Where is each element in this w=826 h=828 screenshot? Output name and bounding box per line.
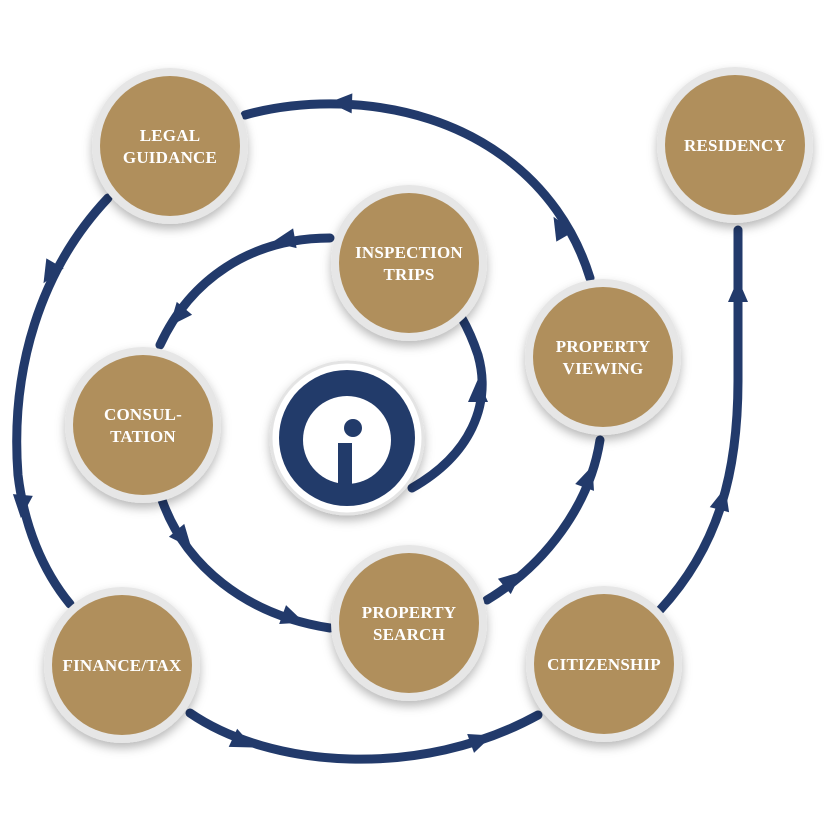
- node-label: LEGAL: [140, 126, 201, 145]
- arrow-icon: [228, 728, 254, 748]
- center-logo: [269, 360, 425, 516]
- arrow-icon: [272, 228, 297, 249]
- node-circle: [73, 355, 213, 495]
- node-label: PROPERTY: [556, 337, 651, 356]
- node-circle: [339, 553, 479, 693]
- node-label: CONSUL-: [104, 405, 182, 424]
- process-nodes: INSPECTION TRIPS CONSUL- TATION PROPERTY SEAR…: [44, 67, 813, 743]
- node-label: CITIZENSHIP: [547, 655, 661, 674]
- path-search-to-viewing: [482, 435, 605, 605]
- arrow-icon: [467, 734, 493, 753]
- path-inspection-to-consultation: [155, 233, 335, 350]
- node-label: TATION: [110, 427, 176, 446]
- node-label: GUIDANCE: [123, 148, 217, 167]
- node-circle: [534, 594, 674, 734]
- node-circle: [665, 75, 805, 215]
- arrow-icon: [468, 379, 488, 402]
- node-inspection-trips: INSPECTION TRIPS: [331, 185, 487, 341]
- node-label: PROPERTY: [362, 603, 457, 622]
- node-label: RESIDENCY: [684, 136, 786, 155]
- node-citizenship: CITIZENSHIP: [526, 586, 682, 742]
- node-circle: [339, 193, 479, 333]
- arrow-icon: [169, 301, 193, 326]
- arrow-icon: [43, 258, 64, 284]
- node-property-viewing: PROPERTY VIEWING: [525, 279, 681, 435]
- node-circle: [100, 76, 240, 216]
- arrow-icon: [279, 605, 305, 624]
- arrow-icon: [553, 216, 574, 242]
- node-circle: [52, 595, 192, 735]
- info-i-logo-icon: [338, 419, 362, 498]
- node-finance-tax: FINANCE/TAX: [44, 587, 200, 743]
- arrow-icon: [12, 494, 33, 518]
- node-consultation: CONSUL- TATION: [65, 347, 221, 503]
- arrow-icon: [728, 279, 748, 302]
- arrow-icon: [329, 93, 353, 114]
- path-viewing-to-legal: [240, 99, 595, 283]
- node-label: INSPECTION: [355, 243, 463, 262]
- node-legal-guidance: LEGAL GUIDANCE: [92, 68, 248, 224]
- flow-arrows: [12, 93, 748, 753]
- path-consultation-to-search: [157, 495, 335, 633]
- node-label: TRIPS: [383, 265, 434, 284]
- arrow-icon: [497, 571, 522, 595]
- node-property-search: PROPERTY SEARCH: [331, 545, 487, 701]
- node-circle: [533, 287, 673, 427]
- path-legal-to-finance: [12, 193, 113, 609]
- arrow-icon: [575, 465, 594, 491]
- node-label: FINANCE/TAX: [62, 656, 182, 675]
- path-citizenship-to-residency: [655, 225, 743, 615]
- arrow-icon: [709, 487, 730, 513]
- node-label: VIEWING: [563, 359, 644, 378]
- arrow-icon: [168, 523, 192, 548]
- node-residency: RESIDENCY: [657, 67, 813, 223]
- node-label: SEARCH: [373, 625, 445, 644]
